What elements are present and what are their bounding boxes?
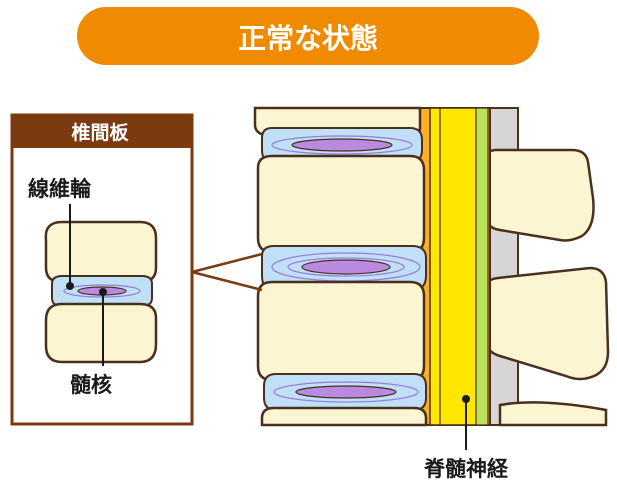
label-nucleus: 髄核 xyxy=(70,373,112,397)
spinal-cord xyxy=(419,107,491,426)
label-annulus: 線維輪 xyxy=(28,177,92,201)
vertebra-lower xyxy=(256,280,426,382)
disc-upper xyxy=(261,127,423,163)
callout-lines xyxy=(191,252,263,292)
pointer-nucleus-dot xyxy=(99,288,107,296)
cord-label-group: 脊髄神経 xyxy=(423,395,509,481)
pointer-annulus-dot xyxy=(66,282,74,290)
spinous-process-bottom xyxy=(498,401,608,427)
vertebra-bottom xyxy=(260,406,428,427)
inset-vertebra-upper xyxy=(44,220,158,284)
inset-box: 椎間板 線維輪 髄核 xyxy=(10,113,194,426)
vertebral-column xyxy=(253,106,428,427)
disc-middle xyxy=(261,245,427,291)
title-pill xyxy=(77,7,539,65)
vertebra-middle xyxy=(256,154,426,254)
spinous-process-upper xyxy=(482,148,595,242)
title-banner: 正常な状態 xyxy=(77,7,539,65)
cord-membrane xyxy=(475,107,489,426)
spinous-process-lower xyxy=(484,266,610,381)
cord-core xyxy=(429,107,483,426)
disc-lower xyxy=(263,373,427,411)
inset-header-bg xyxy=(12,115,192,148)
page-title: 正常な状態 xyxy=(238,22,378,55)
label-spinal-cord: 脊髄神経 xyxy=(423,457,509,481)
spinous-processes xyxy=(482,148,610,427)
inset-vertebra-lower xyxy=(44,302,158,364)
inset-header: 椎間板 xyxy=(71,121,129,144)
